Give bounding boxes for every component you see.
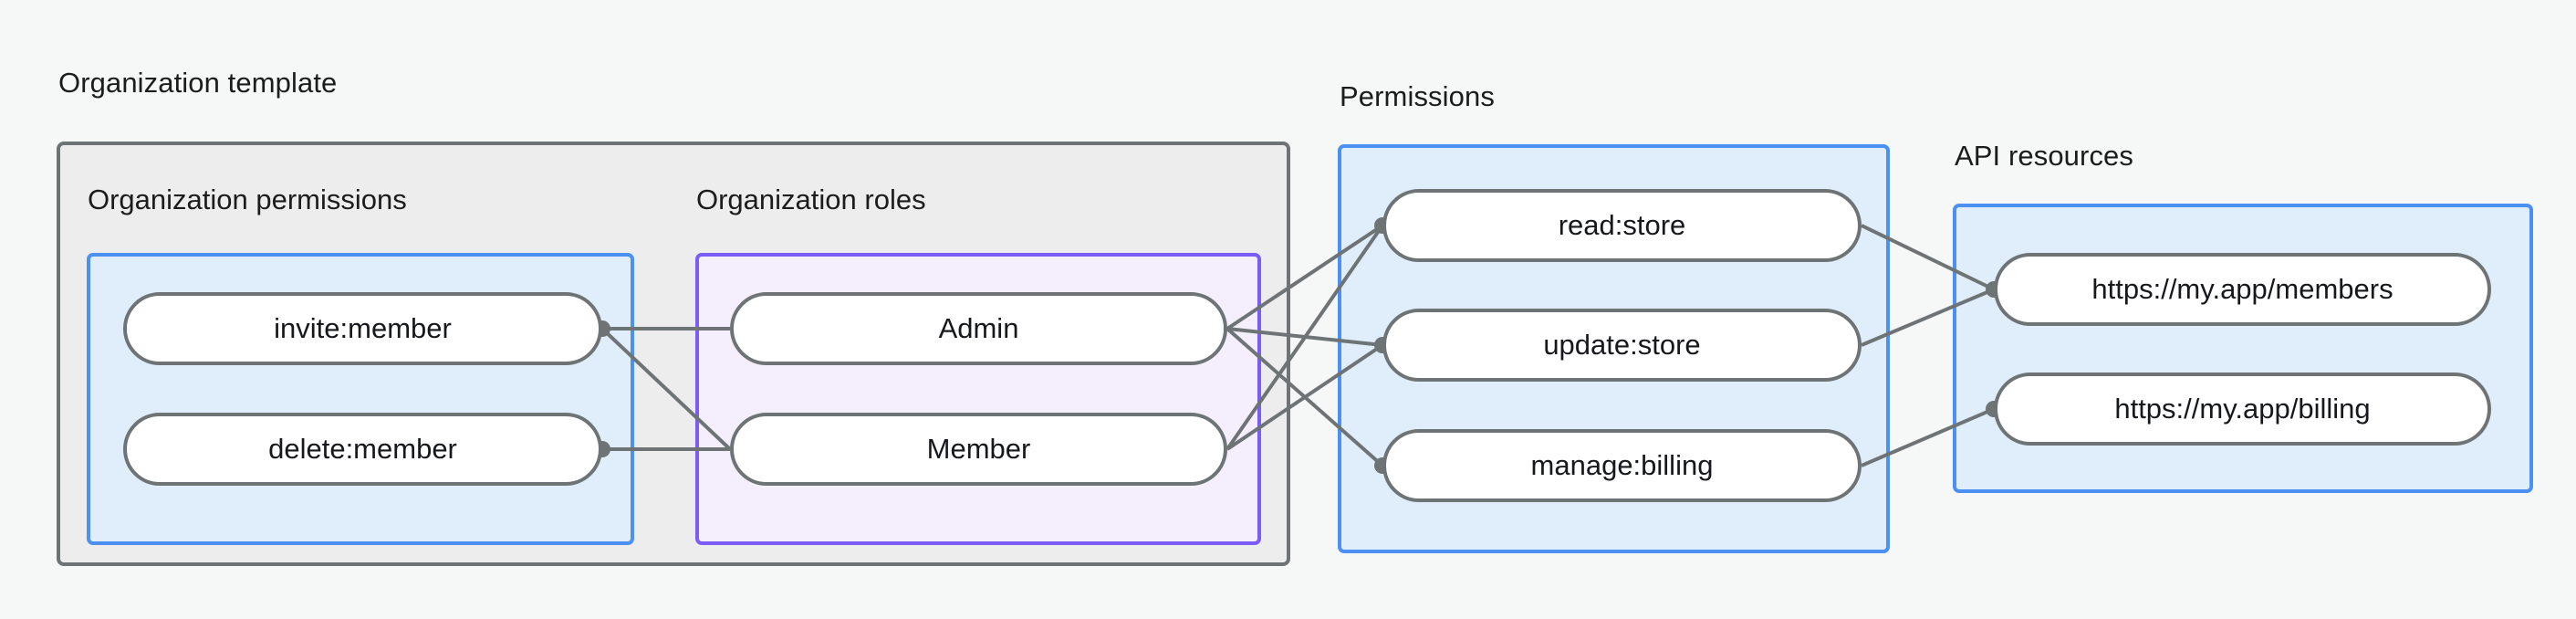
node-my-app-members[interactable]: https://my.app/members [1994,253,2491,326]
node-read-store[interactable]: read:store [1382,189,1862,262]
node-my-app-billing[interactable]: https://my.app/billing [1994,372,2491,446]
group-api-resources [1953,204,2533,493]
subgroup-label-organization-roles: Organization roles [696,184,926,215]
group-label-organization-template: Organization template [58,67,338,99]
group-label-permissions: Permissions [1340,80,1495,112]
group-label-api-resources: API resources [1955,140,2133,172]
node-member[interactable]: Member [730,413,1227,486]
node-admin[interactable]: Admin [730,292,1227,365]
node-invite-member[interactable]: invite:member [123,292,602,365]
node-delete-member[interactable]: delete:member [123,413,602,486]
subgroup-label-organization-permissions: Organization permissions [88,184,407,215]
node-update-store[interactable]: update:store [1382,309,1862,382]
node-manage-billing[interactable]: manage:billing [1382,429,1862,502]
